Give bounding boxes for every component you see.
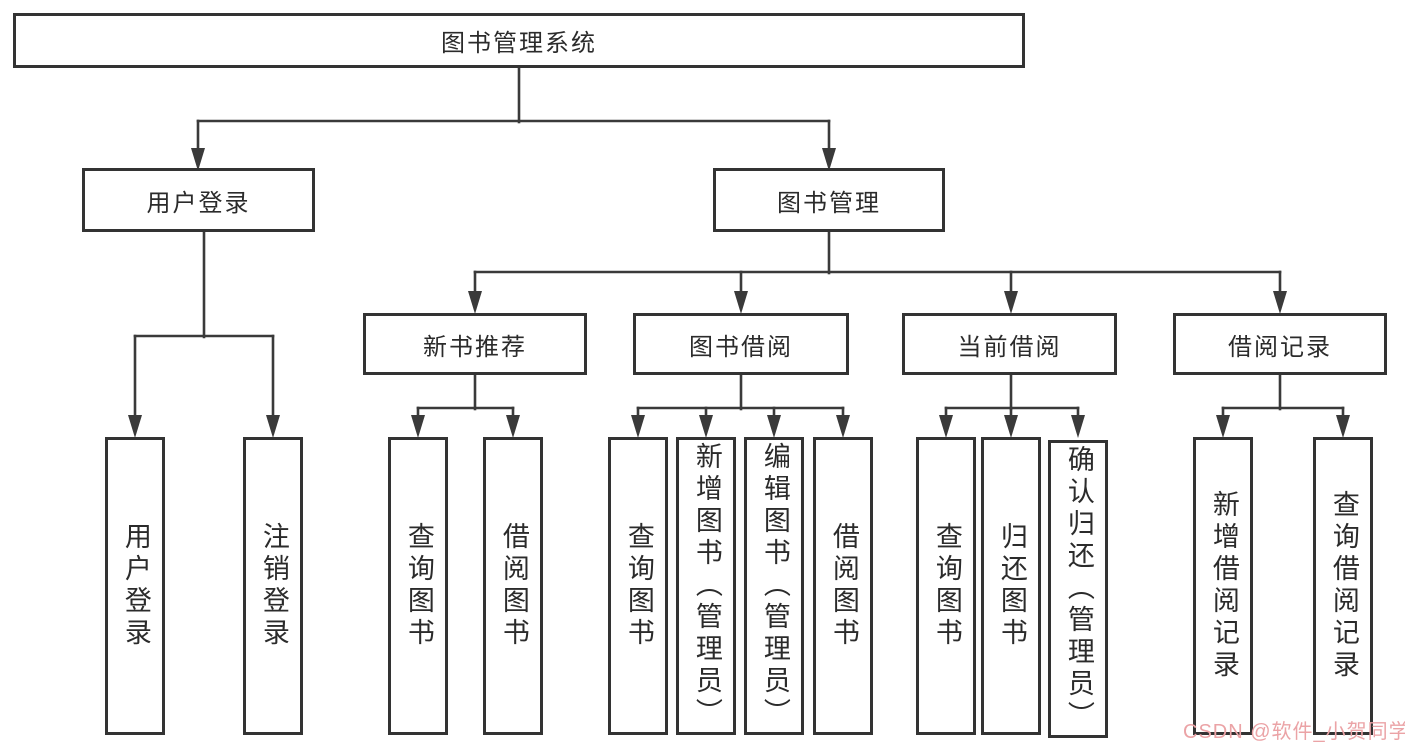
node-query-books-label: 查询图书 — [931, 522, 962, 650]
node-query-books: 查询图书 — [608, 437, 668, 735]
node-new-book-recommendation: 新书推荐 — [363, 313, 587, 375]
node-query-borrow-record: 查询借阅记录 — [1313, 437, 1373, 735]
node-edit-books-admin: 编辑图书（管理员） — [744, 437, 804, 735]
node-query-books: 查询图书 — [388, 437, 448, 735]
node-book-borrowing-label: 图书借阅 — [689, 333, 793, 361]
node-query-books-label: 查询图书 — [403, 522, 434, 650]
node-return-books: 归还图书 — [981, 437, 1041, 735]
node-current-borrowing-label: 当前借阅 — [957, 333, 1062, 361]
node-borrow-books-label: 借阅图书 — [498, 522, 529, 650]
watermark: CSDN @软件_小贺同学 — [1183, 721, 1405, 743]
node-user-login-action-label: 用户登录 — [120, 522, 151, 650]
node-logout-action-label: 注销登录 — [258, 522, 289, 650]
node-user-login: 用户登录 — [82, 168, 315, 232]
node-add-borrow-record: 新增借阅记录 — [1193, 437, 1253, 735]
node-add-books-admin: 新增图书（管理员） — [676, 437, 736, 735]
node-borrowing-records-label: 借阅记录 — [1228, 333, 1332, 361]
node-user-login-label: 用户登录 — [146, 189, 251, 217]
node-query-borrow-record-label: 查询借阅记录 — [1328, 490, 1359, 682]
node-logout-action: 注销登录 — [243, 437, 303, 735]
node-book-management-label: 图书管理 — [777, 189, 881, 217]
node-borrow-books-label: 借阅图书 — [828, 522, 859, 650]
node-borrow-books: 借阅图书 — [483, 437, 543, 735]
node-library-system: 图书管理系统 — [13, 13, 1025, 68]
node-confirm-return-admin-label: 确认归还（管理员） — [1063, 445, 1094, 733]
node-user-login-action: 用户登录 — [105, 437, 165, 735]
node-borrow-books: 借阅图书 — [813, 437, 873, 735]
node-query-books-label: 查询图书 — [623, 522, 654, 650]
node-return-books-label: 归还图书 — [996, 522, 1027, 650]
node-library-system-label: 图书管理系统 — [441, 30, 597, 57]
node-add-books-admin-label: 新增图书（管理员） — [691, 442, 722, 730]
node-add-borrow-record-label: 新增借阅记录 — [1208, 490, 1239, 682]
node-current-borrowing: 当前借阅 — [902, 313, 1117, 375]
node-borrowing-records: 借阅记录 — [1173, 313, 1387, 375]
node-new-book-recommendation-label: 新书推荐 — [423, 333, 527, 361]
node-book-borrowing: 图书借阅 — [633, 313, 849, 375]
node-confirm-return-admin: 确认归还（管理员） — [1048, 440, 1108, 738]
node-book-management: 图书管理 — [713, 168, 945, 232]
node-edit-books-admin-label: 编辑图书（管理员） — [759, 442, 790, 730]
node-query-books: 查询图书 — [916, 437, 976, 735]
